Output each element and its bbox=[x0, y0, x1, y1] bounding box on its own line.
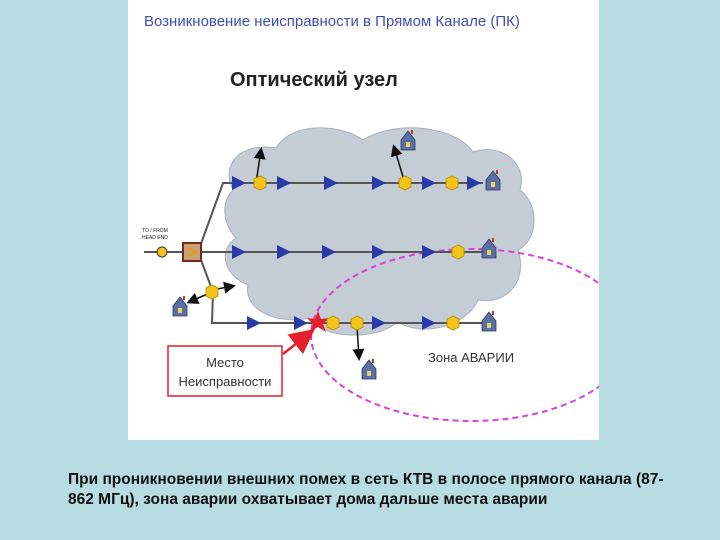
failure-zone-label: Зона АВАРИИ bbox=[428, 350, 514, 365]
drop-arrow-top-house bbox=[390, 144, 405, 181]
fault-star-icon bbox=[307, 311, 329, 332]
amplifier-icon bbox=[422, 176, 436, 190]
amplifier-icon bbox=[232, 245, 246, 259]
optical-node-title: Оптический узел bbox=[230, 69, 398, 91]
headend-label-line2: HEAD END bbox=[142, 235, 168, 241]
amplifier-icon bbox=[277, 176, 291, 190]
house-icon bbox=[172, 296, 188, 317]
network-cloud bbox=[224, 127, 535, 336]
amplifier-icon bbox=[372, 176, 386, 190]
headend-label-line1: TO / FROM bbox=[142, 228, 168, 234]
amplifier-icon bbox=[467, 176, 481, 190]
diagram-slide: Возникновение неисправности в Прямом Кан… bbox=[128, 0, 599, 440]
fault-label-line1: Место bbox=[206, 355, 244, 370]
tap-icon bbox=[446, 315, 460, 331]
optical-node-icon bbox=[182, 242, 202, 262]
amplifier-icon bbox=[232, 176, 246, 190]
house-icon bbox=[485, 170, 501, 191]
amplifier-icon bbox=[277, 245, 291, 259]
house-icon bbox=[361, 359, 377, 380]
house-icon bbox=[481, 311, 497, 332]
drop-arrow-bottom bbox=[352, 325, 365, 361]
fault-label-box bbox=[167, 345, 283, 397]
amplifier-icon bbox=[422, 245, 436, 259]
tap-icon bbox=[451, 244, 465, 260]
headend-input-icon bbox=[156, 246, 168, 258]
tap-icon bbox=[398, 175, 412, 191]
network-diagram: Возникновение неисправности в Прямом Кан… bbox=[142, 13, 599, 422]
network-elements bbox=[172, 130, 501, 380]
house-icon bbox=[400, 130, 416, 151]
amplifier-icon bbox=[372, 245, 386, 259]
tap-icon bbox=[253, 175, 267, 191]
tap-icon bbox=[326, 315, 340, 331]
slide-title: Возникновение неисправности в Прямом Кан… bbox=[144, 13, 520, 30]
amplifier-icon bbox=[422, 316, 436, 330]
fault-label-line2: Неисправности bbox=[179, 374, 272, 389]
amplifier-icon bbox=[324, 176, 338, 190]
tap-icon bbox=[205, 284, 219, 300]
amplifier-icon bbox=[372, 316, 386, 330]
amplifier-icon bbox=[247, 316, 261, 330]
tap-icon bbox=[445, 175, 459, 191]
tap-icon bbox=[350, 315, 364, 331]
caption-text: При проникновении внешних помех в сеть К… bbox=[68, 471, 664, 508]
house-icon bbox=[481, 238, 497, 259]
fault-pointer-arrow bbox=[282, 328, 315, 355]
amplifier-icon bbox=[294, 316, 308, 330]
amplifier-icon bbox=[322, 245, 336, 259]
